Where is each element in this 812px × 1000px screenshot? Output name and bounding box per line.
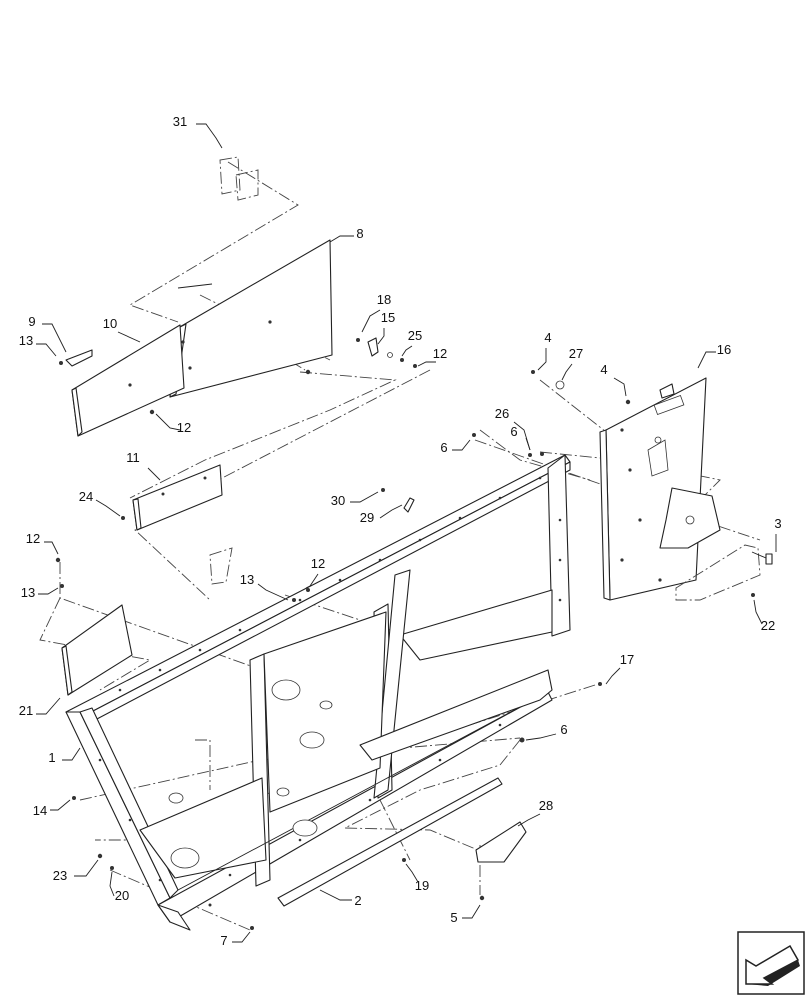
- part-16-side-plate: [599, 377, 721, 601]
- leader-line-18: [361, 309, 381, 333]
- part-22-bracket: [675, 544, 761, 601]
- callout-11: 11: [126, 450, 140, 465]
- callout-25: 25: [408, 328, 422, 343]
- leader-line-28: [517, 813, 541, 827]
- leader-line-17: [605, 667, 621, 685]
- callout-17: 17: [620, 652, 634, 667]
- leader-line-24: [95, 499, 121, 517]
- callout-23: 23: [53, 868, 67, 883]
- leader-line-26: [513, 421, 531, 451]
- callout-7: 7: [220, 933, 227, 948]
- hardware-18-15-25-12: [356, 337, 417, 368]
- hardware-4-27-26-6: [472, 370, 631, 743]
- part-9-bracket: [59, 349, 93, 367]
- leader-line-13: [257, 583, 289, 601]
- callout-29: 29: [360, 510, 374, 525]
- leader-line-8: [329, 235, 354, 243]
- leader-line-1: [62, 747, 81, 761]
- leader-line-16: [697, 351, 716, 369]
- leader-line-19: [405, 863, 419, 883]
- callout-4: 4: [600, 362, 607, 377]
- leader-line-6: [525, 733, 557, 741]
- part-17-strip: [359, 669, 553, 761]
- callout-12: 12: [26, 531, 40, 546]
- callout-30: 30: [331, 493, 345, 508]
- leader-line-12: [155, 413, 181, 431]
- callout-9: 9: [28, 314, 35, 329]
- leader-line-27: [561, 363, 573, 381]
- part-10-panel: [71, 324, 185, 437]
- leader-line-30: [350, 491, 379, 503]
- leader-line-14: [50, 799, 71, 811]
- callout-14: 14: [33, 803, 47, 818]
- leader-line-23: [74, 859, 99, 877]
- arrow-back-icon[interactable]: [737, 931, 805, 995]
- leader-line-13: [38, 587, 59, 595]
- part-3-bolt: [751, 551, 773, 565]
- callout-12: 12: [433, 346, 447, 361]
- frame-rivets: [98, 476, 562, 907]
- part-8-panel: [169, 239, 333, 398]
- leader-line-12: [44, 541, 59, 555]
- callout-10: 10: [103, 316, 117, 331]
- callout-15: 15: [381, 310, 395, 325]
- leader-line-11: [147, 467, 161, 481]
- hardware-left: [55, 516, 406, 930]
- part-21-plate: [61, 604, 133, 696]
- callout-3: 3: [774, 516, 781, 531]
- callout-8: 8: [356, 226, 363, 241]
- leader-line-25: [401, 345, 413, 357]
- leader-line-12: [417, 361, 436, 367]
- callout-26: 26: [495, 406, 509, 421]
- callout-16: 16: [717, 342, 731, 357]
- leader-line-2: [319, 889, 352, 901]
- callout-18: 18: [377, 292, 391, 307]
- callout-21: 21: [19, 703, 33, 718]
- callout-4: 4: [544, 330, 551, 345]
- callout-22: 22: [761, 618, 775, 633]
- callout-31: 31: [173, 114, 187, 129]
- leader-line-20: [109, 871, 115, 897]
- leader-line-29: [379, 504, 403, 519]
- callout-6: 6: [560, 722, 567, 737]
- callout-13: 13: [21, 585, 35, 600]
- leader-line-15: [377, 328, 385, 345]
- callout-13: 13: [19, 333, 33, 348]
- hardware-30-29: [381, 488, 415, 513]
- callout-2: 2: [354, 893, 361, 908]
- leader-line-10: [117, 331, 141, 343]
- callout-12: 12: [311, 556, 325, 571]
- leader-line-12: [305, 573, 319, 589]
- callout-19: 19: [415, 878, 429, 893]
- callout-12: 12: [177, 420, 191, 435]
- part-28-bracket: [475, 821, 527, 901]
- leader-line-7: [232, 931, 251, 943]
- callout-5: 5: [450, 910, 457, 925]
- leader-line-21: [36, 697, 61, 715]
- leader-line-9: [42, 323, 67, 353]
- callout-6: 6: [440, 440, 447, 455]
- bracket-hidden: [209, 547, 233, 585]
- leader-line-4: [613, 377, 627, 397]
- leader-line-13: [36, 343, 57, 357]
- callout-28: 28: [539, 798, 553, 813]
- leader-line-4: [537, 348, 547, 371]
- leader-line-22: [753, 599, 763, 625]
- leader-line-6: [452, 439, 471, 451]
- callout-24: 24: [79, 489, 93, 504]
- leader-line-5: [462, 904, 481, 919]
- callout-27: 27: [569, 346, 583, 361]
- callout-1: 1: [48, 750, 55, 765]
- callout-6: 6: [510, 424, 517, 439]
- part-1-main-frame: [65, 454, 571, 931]
- callout-20: 20: [115, 888, 129, 903]
- leader-line-31: [196, 123, 223, 149]
- callout-13: 13: [240, 572, 254, 587]
- part-2-strip: [277, 777, 503, 907]
- part-31-bracket: [219, 156, 259, 201]
- part-11-plate: [132, 464, 223, 531]
